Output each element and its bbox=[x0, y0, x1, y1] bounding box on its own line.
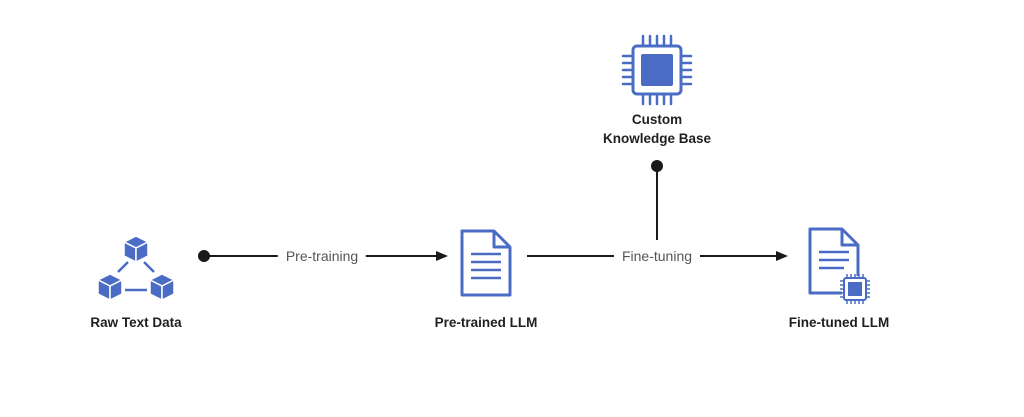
finetuning-label: Fine-tuning bbox=[613, 248, 701, 264]
document-icon bbox=[458, 228, 514, 303]
cubes-network-icon bbox=[92, 232, 180, 313]
knowledge-base-label-line2: Knowledge Base bbox=[602, 131, 712, 146]
chip-icon bbox=[621, 34, 693, 111]
knowledge-base-label-line1: Custom bbox=[631, 112, 683, 127]
knowledge-base-label: Custom Knowledge Base bbox=[603, 110, 711, 148]
pretraining-label: Pre-training bbox=[277, 248, 367, 264]
pretrained-llm-label: Pre-trained LLM bbox=[434, 315, 538, 330]
finetuned-llm-label: Fine-tuned LLM bbox=[788, 315, 890, 330]
raw-text-data-label: Raw Text Data bbox=[90, 315, 182, 330]
document-chip-icon bbox=[806, 226, 882, 311]
